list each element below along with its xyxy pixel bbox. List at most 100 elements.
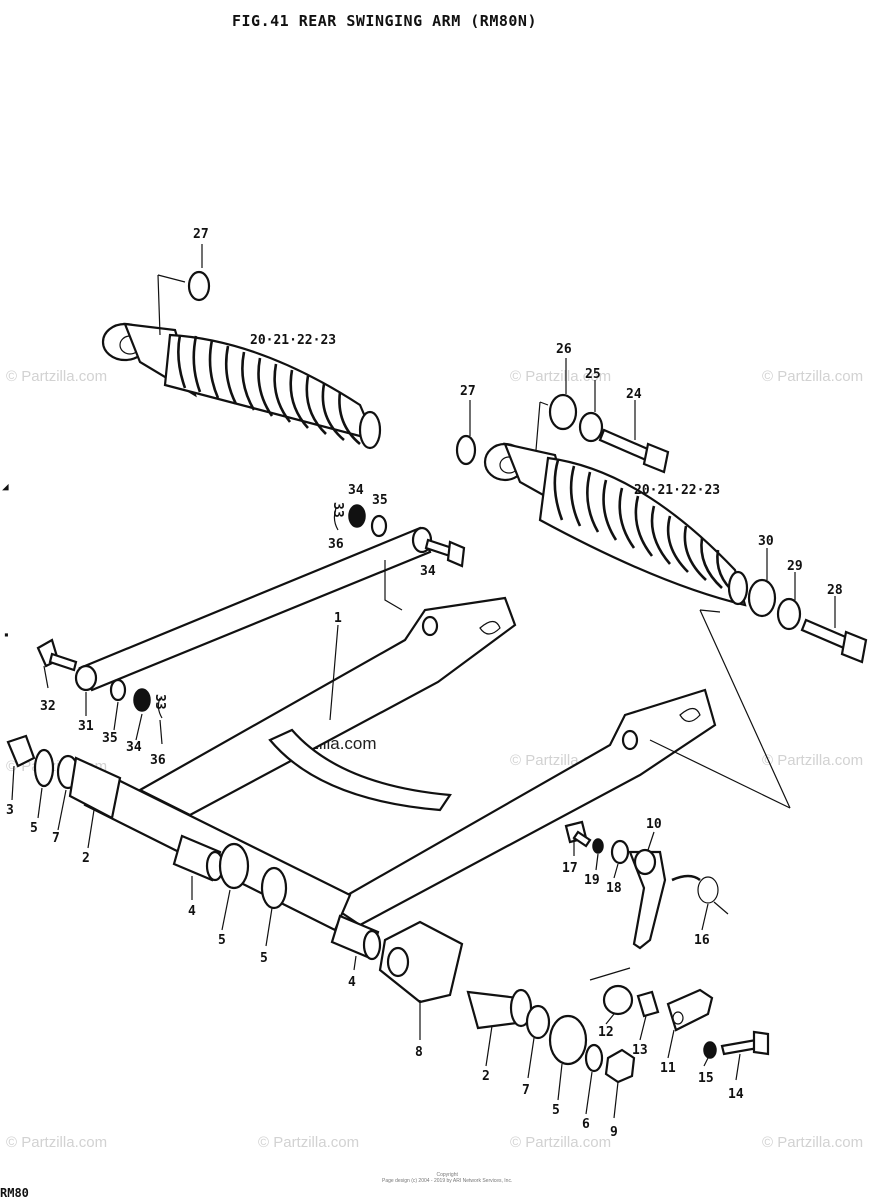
part-14-bolt[interactable] [720,1030,770,1056]
part-13-spacer[interactable] [636,990,660,1018]
watermark: © Partzilla.com [6,1134,108,1151]
callout-17: 17 [562,861,578,876]
callout-4: 4 [188,904,196,919]
model-code: RM80 [0,1186,29,1200]
callout-5: 5 [552,1103,560,1118]
part-34-nut[interactable] [133,688,151,712]
edge-mark: ▪ [4,630,9,639]
part-11-plate[interactable] [666,988,714,1032]
part-31-torque-rod[interactable] [74,526,433,692]
callout-5: 5 [30,821,38,836]
part-24-bolt[interactable] [598,428,670,474]
watermark: © Partzilla.com [6,368,108,385]
part-8-bracket[interactable] [378,920,464,1004]
callout-32: 32 [40,699,56,714]
right-shock-absorber[interactable] [483,442,749,607]
callout-28: 28 [827,583,843,598]
part-2-bush[interactable] [68,756,122,820]
watermark: © Partzilla.com [510,1134,612,1151]
callout-35: 35 [372,493,388,508]
part-29-washer[interactable] [776,597,802,631]
part-5-washer[interactable] [260,866,288,910]
callout-10: 10 [646,817,662,832]
callout-11: 11 [660,1061,676,1076]
callout-4: 4 [348,975,356,990]
edge-mark: ◢ [2,480,9,493]
callout-2: 2 [482,1069,490,1084]
part-15-washer[interactable] [703,1041,717,1059]
callout-14: 14 [728,1087,744,1102]
part-25-washer[interactable] [578,411,604,443]
watermark: © Partzilla.com [762,1134,864,1151]
callout-3: 3 [6,803,14,818]
part-27-washer[interactable] [455,434,477,466]
part-18-washer[interactable] [610,839,630,865]
part-35-washer[interactable] [109,678,127,702]
callout-12: 12 [598,1025,614,1040]
part-7-seal[interactable] [525,1004,551,1040]
callout-33: 33 [152,694,167,710]
watermark: © Partzilla.com [762,752,864,769]
part-2-bush[interactable] [466,988,533,1030]
callout-16: 16 [694,933,710,948]
callout-27: 27 [460,384,476,399]
left-shock-absorber[interactable] [101,322,382,450]
callout-8: 8 [415,1045,423,1060]
part-32-bolt[interactable] [36,638,78,672]
watermark: © Partzilla.com [258,1134,360,1151]
callout-24: 24 [626,387,642,402]
callout-36: 36 [150,753,166,768]
part-12-bush[interactable] [602,984,634,1016]
callout-25: 25 [585,367,601,382]
part-28-bolt[interactable] [800,618,868,664]
part-3-bolt[interactable] [6,734,36,768]
part-5-washer[interactable] [548,1014,588,1066]
part-5-washer[interactable] [33,748,55,788]
part-5-washer[interactable] [218,842,250,890]
figure-title: FIG.41 REAR SWINGING ARM (RM80N) [232,12,537,30]
callout-35: 35 [102,731,118,746]
part-34-nut[interactable] [348,504,366,528]
part-36-cotter-pin[interactable] [157,697,163,719]
callout-34: 34 [348,483,364,498]
part-35-washer[interactable] [370,514,388,538]
part-17-bolt[interactable] [564,820,592,848]
part-9-nut[interactable] [604,1048,636,1084]
part-27-washer[interactable] [187,270,211,302]
part-16-spring[interactable] [671,874,729,915]
watermark: © Partzilla.com [762,368,864,385]
callout-5: 5 [260,951,268,966]
callout-7: 7 [52,831,60,846]
callout-30: 30 [758,534,774,549]
part-30-washer[interactable] [747,578,777,618]
watermark: © Partzilla.com [510,368,612,385]
part-26-washer[interactable] [548,393,578,431]
part-19-washer[interactable] [592,838,604,854]
callout-27: 27 [193,227,209,242]
callout-26: 26 [556,342,572,357]
callout-34: 34 [126,740,142,755]
callout-19: 19 [584,873,600,888]
part-34-bolt[interactable] [424,538,466,568]
callout-36: 36 [328,537,344,552]
callout-15: 15 [698,1071,714,1086]
callout-5: 5 [218,933,226,948]
callout-18: 18 [606,881,622,896]
part-36-cotter-pin[interactable] [333,507,339,531]
callout-9: 9 [610,1125,618,1140]
callout-34: 34 [420,564,436,579]
part-6-washer[interactable] [584,1043,604,1073]
callout-20-21-22-23: 20·21·22·23 [250,333,336,348]
part-4-spacer[interactable] [172,834,225,882]
part-4-spacer[interactable] [330,914,382,961]
callout-2: 2 [82,851,90,866]
callout-13: 13 [632,1043,648,1058]
callout-7: 7 [522,1083,530,1098]
callout-6: 6 [582,1117,590,1132]
callout-1: 1 [334,611,342,626]
callout-20-21-22-23: 20·21·22·23 [634,483,720,498]
callout-29: 29 [787,559,803,574]
callout-33: 33 [330,502,345,518]
part-10-torque-link[interactable] [628,848,667,950]
